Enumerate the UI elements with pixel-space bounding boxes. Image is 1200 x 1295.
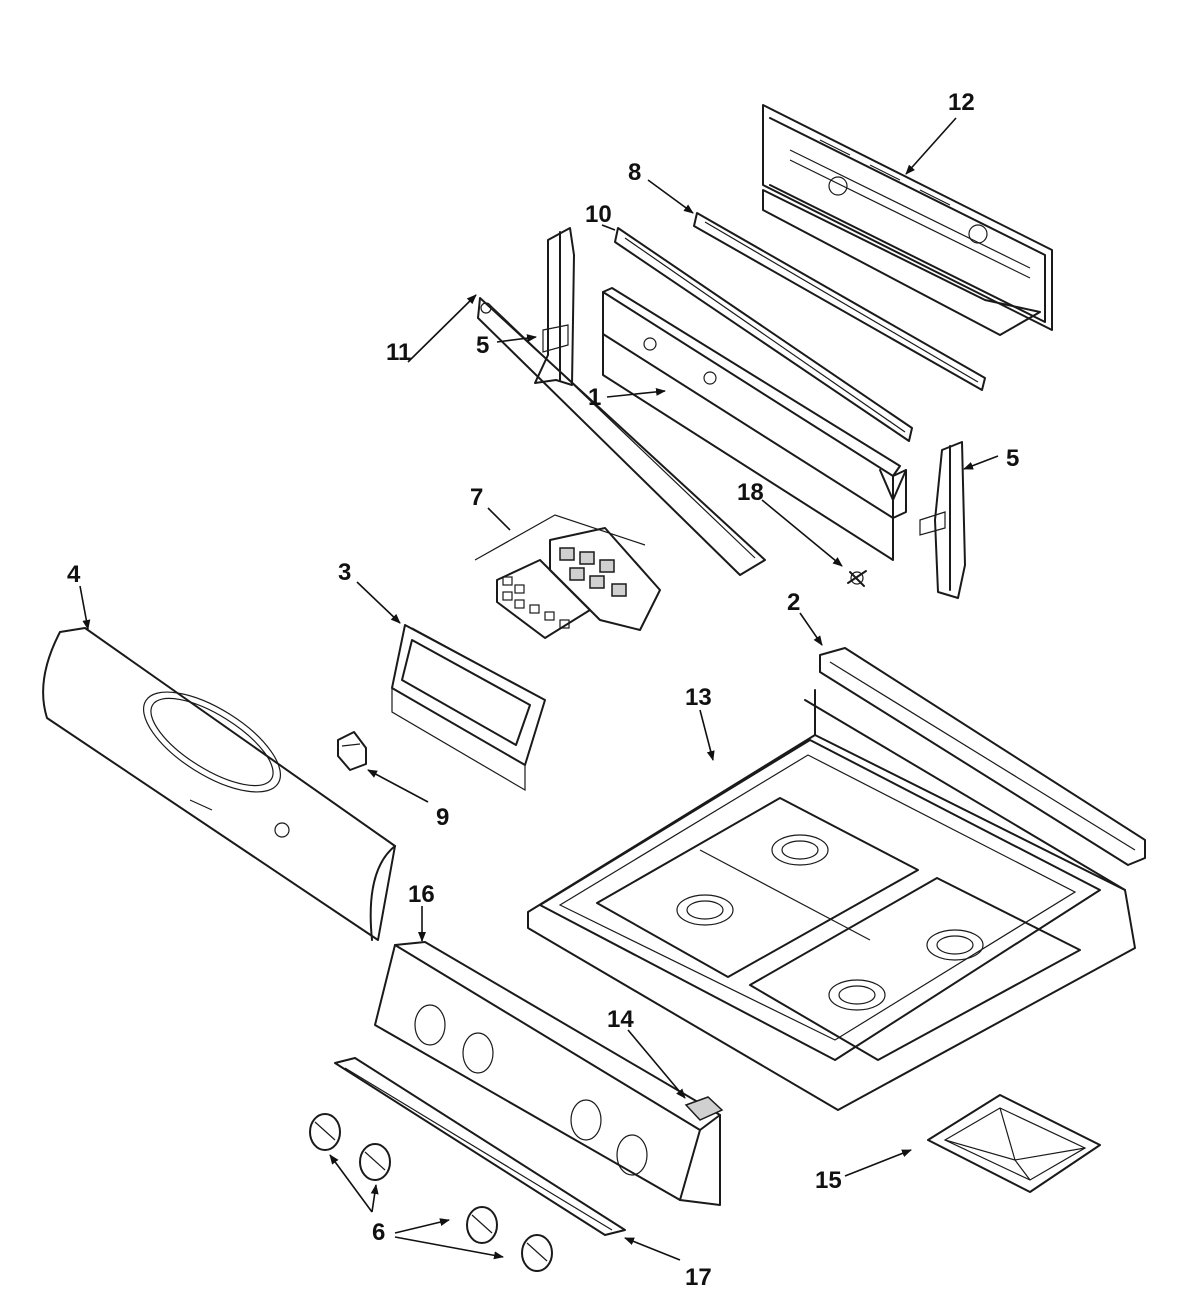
leader-11: [407, 294, 477, 363]
leader-6d: [394, 1236, 504, 1260]
callout-13: 13: [685, 684, 712, 711]
leader-4: [79, 585, 91, 630]
part-2-top-trim: [819, 647, 1146, 866]
callout-18: 18: [737, 479, 764, 506]
callout-7: 7: [470, 484, 483, 511]
part-4-control-panel-trim: [42, 627, 396, 941]
callout-16: 16: [408, 881, 435, 908]
part-9-switch: [337, 731, 367, 771]
part-16-control-panel: [374, 941, 721, 1206]
knob-4: [521, 1234, 553, 1272]
callout-10: 10: [585, 201, 612, 228]
callout-11: 11: [386, 339, 411, 366]
leader-2: [799, 612, 823, 646]
leader-3: [356, 581, 401, 624]
part-8-trim-strip: [693, 212, 986, 391]
callout-6: 6: [372, 1219, 385, 1246]
callout-labels: 12 8 10 5 11 1 5 18 7 3 4 2 13 9 16 14 1…: [67, 89, 1019, 1291]
leader-8: [647, 179, 694, 214]
leader-5b: [963, 455, 999, 470]
callout-3: 3: [338, 559, 351, 586]
leader-17: [624, 1237, 681, 1261]
part-3-display-bezel: [391, 624, 546, 792]
part-13-cooktop: [527, 689, 1136, 1111]
callout-1: 1: [588, 384, 601, 411]
callout-8: 8: [628, 159, 641, 186]
part-5-end-cap-left: [534, 227, 575, 386]
knob-1: [309, 1113, 341, 1151]
callout-15: 15: [815, 1167, 842, 1194]
leader-6a: [329, 1154, 373, 1213]
callout-4: 4: [67, 561, 81, 588]
leader-lines: [79, 117, 999, 1261]
part-5-end-cap-right: [919, 441, 966, 599]
leader-9: [367, 769, 429, 803]
leader-15: [844, 1149, 912, 1177]
callout-2: 2: [787, 589, 800, 616]
part-15-grate: [927, 1094, 1101, 1193]
callout-5-left: 5: [476, 332, 489, 359]
leader-12: [905, 117, 957, 175]
part-1-backguard: [602, 287, 907, 561]
part-10-trim-strip: [614, 227, 913, 442]
part-17-trim-strip: [334, 1057, 626, 1236]
part-12-rear-panel: [762, 104, 1053, 336]
leader-7: [487, 507, 511, 531]
callout-9: 9: [436, 804, 449, 831]
leader-18: [761, 499, 843, 567]
leader-5a: [496, 334, 537, 343]
part-14-clip: [684, 1096, 724, 1121]
leader-1: [606, 387, 666, 398]
leader-13: [699, 709, 715, 761]
leader-14: [627, 1029, 686, 1099]
callout-17: 17: [685, 1264, 712, 1291]
part-6-knobs: [309, 1113, 553, 1272]
leader-6b: [370, 1184, 379, 1213]
callout-14: 14: [607, 1006, 634, 1033]
callout-5-right: 5: [1006, 445, 1019, 472]
knob-2: [359, 1143, 391, 1181]
leader-6c: [394, 1218, 450, 1234]
part-11-trim-bar: [477, 297, 766, 576]
knob-3: [466, 1206, 498, 1244]
callout-12: 12: [948, 89, 975, 116]
part-7-electronic-control: [474, 514, 661, 639]
part-18-fastener: [847, 570, 867, 587]
leader-10: [601, 224, 616, 231]
